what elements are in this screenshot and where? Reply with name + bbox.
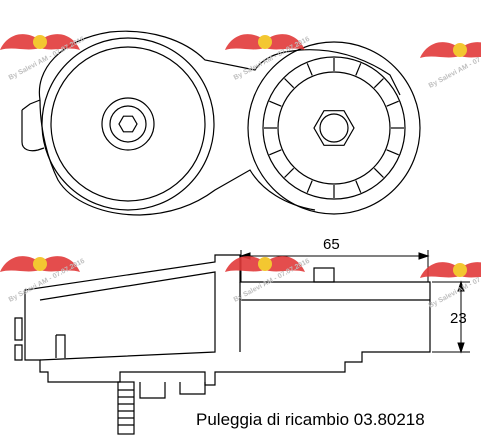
small-pulley-bolt-circle [319,113,349,143]
watermark-wing [225,34,265,50]
housing-inner-line [39,271,430,361]
watermark-wing [225,256,265,272]
large-pulley-inner [50,46,206,202]
watermark-wing [420,42,460,58]
watermark-badge [453,263,467,277]
small-pulley-outer [247,41,421,215]
watermark-badge [258,257,272,271]
small-pulley-inner [277,71,391,185]
pulley-rib [306,63,313,76]
watermark-layer: By Salevi AM - 07.07.2016 By Salevi AM - … [0,34,481,310]
pulley-rib [284,78,295,89]
pulley-rib [373,167,384,178]
width-dim-arrow-right [418,252,430,260]
watermark-badge [453,43,467,57]
watermark-wing [0,256,40,272]
watermark-wing [420,262,460,278]
side-view [14,254,431,435]
height-dimension-label: 23 [450,310,467,327]
bolt-shank [117,381,135,435]
top-view [21,30,421,216]
height-dim-arrow-top [457,280,465,292]
watermark-wing [0,34,40,50]
watermark-logo: By Salevi AM - 07.07.2016 [420,42,481,90]
watermark-wing [40,256,80,272]
pulley-rib [355,63,362,76]
small-pulley-hex-bolt [313,110,355,146]
mount-flange [14,317,23,361]
watermark-wing [265,34,305,50]
height-dim-arrow-bottom [457,342,465,354]
large-pulley-outer [41,37,215,211]
bolt-thread [118,389,134,426]
watermark-wing [40,34,80,50]
pulley-rib [373,78,384,89]
dimensions [239,250,470,354]
small-pulley-mid [262,56,406,200]
watermark-logo: By Salevi AM - 07.07.2016 [0,256,86,304]
part-caption: Puleggia di ricambio 03.80218 [196,410,425,429]
housing-outline [24,254,431,386]
pulley-rib [306,180,313,193]
watermark-logo: By Salevi AM - 07.07.2016 [225,34,311,82]
bracket-left [21,99,45,152]
width-dimension-label: 65 [323,236,340,253]
watermark-badge [258,35,272,49]
large-pulley-hub-inner [109,105,147,143]
large-pulley-hex-bolt [118,115,138,133]
small-pulley-ribs [264,58,404,198]
pulley-rib [269,100,282,107]
watermark-badge [33,257,47,271]
watermark-logo: By Salevi AM - 07.07.2016 [225,256,311,304]
pulley-rib [386,149,399,156]
pulley-rib [269,149,282,156]
pulley-rib [284,167,295,178]
top-stud [313,267,335,283]
bracket-lip [55,334,66,358]
pulley-rib [355,180,362,193]
pulley-rib [386,100,399,107]
large-pulley-hub [101,97,155,151]
foot-detail [139,382,206,399]
watermark-wing [265,256,305,272]
watermark-badge [33,35,47,49]
watermark-logo: By Salevi AM - 07.07.2016 [420,262,481,310]
tensioner-arm-outline [38,30,401,216]
